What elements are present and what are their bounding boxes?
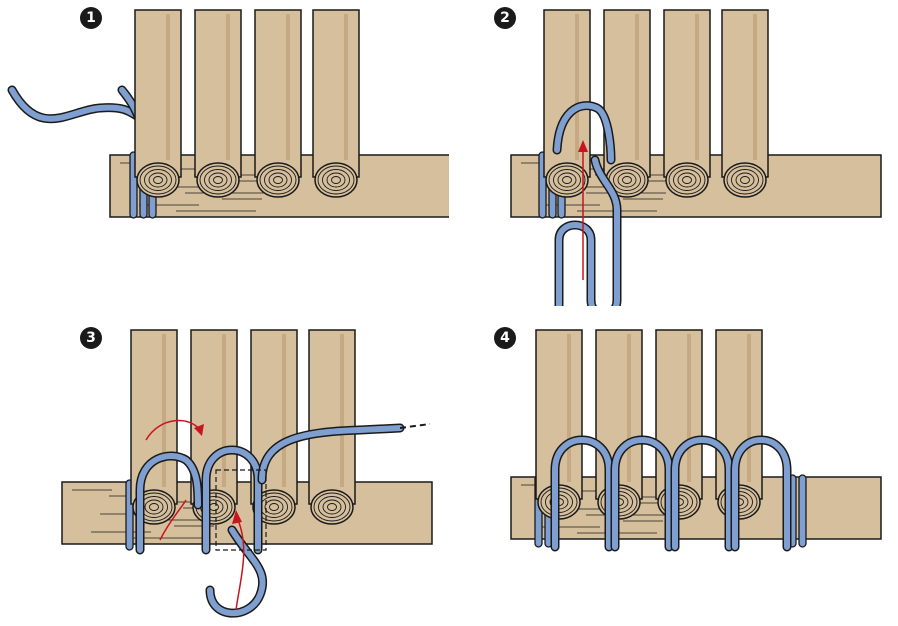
direction-arrows [145, 419, 245, 611]
pole [308, 329, 356, 525]
step-4-badge: 4 [494, 327, 516, 349]
step-3-illustration [61, 329, 433, 618]
step-3-panel: 3 [0, 320, 449, 626]
step-2-badge: 2 [494, 7, 516, 29]
pole [721, 9, 769, 198]
step-2-illustration [510, 9, 882, 306]
cord-loops [135, 423, 431, 618]
step-1-illustration [7, 9, 449, 219]
step-4-illustration [510, 329, 882, 552]
step-2-panel: 2 [449, 0, 898, 306]
poles [134, 9, 360, 198]
cord-loop [552, 101, 622, 306]
poles [535, 329, 763, 520]
pole [603, 9, 651, 198]
pole [663, 9, 711, 198]
step-4-panel: 4 [449, 320, 898, 626]
direction-arrow [578, 140, 588, 280]
pole [312, 9, 360, 198]
step-3-badge: 3 [80, 327, 102, 349]
pole [254, 9, 302, 198]
step-1-panel: 1 [0, 0, 449, 306]
pole [194, 9, 242, 198]
poles [543, 9, 769, 198]
cord-loops [550, 435, 792, 552]
beam [61, 481, 433, 545]
step-1-badge: 1 [80, 7, 102, 29]
pole [134, 9, 182, 198]
